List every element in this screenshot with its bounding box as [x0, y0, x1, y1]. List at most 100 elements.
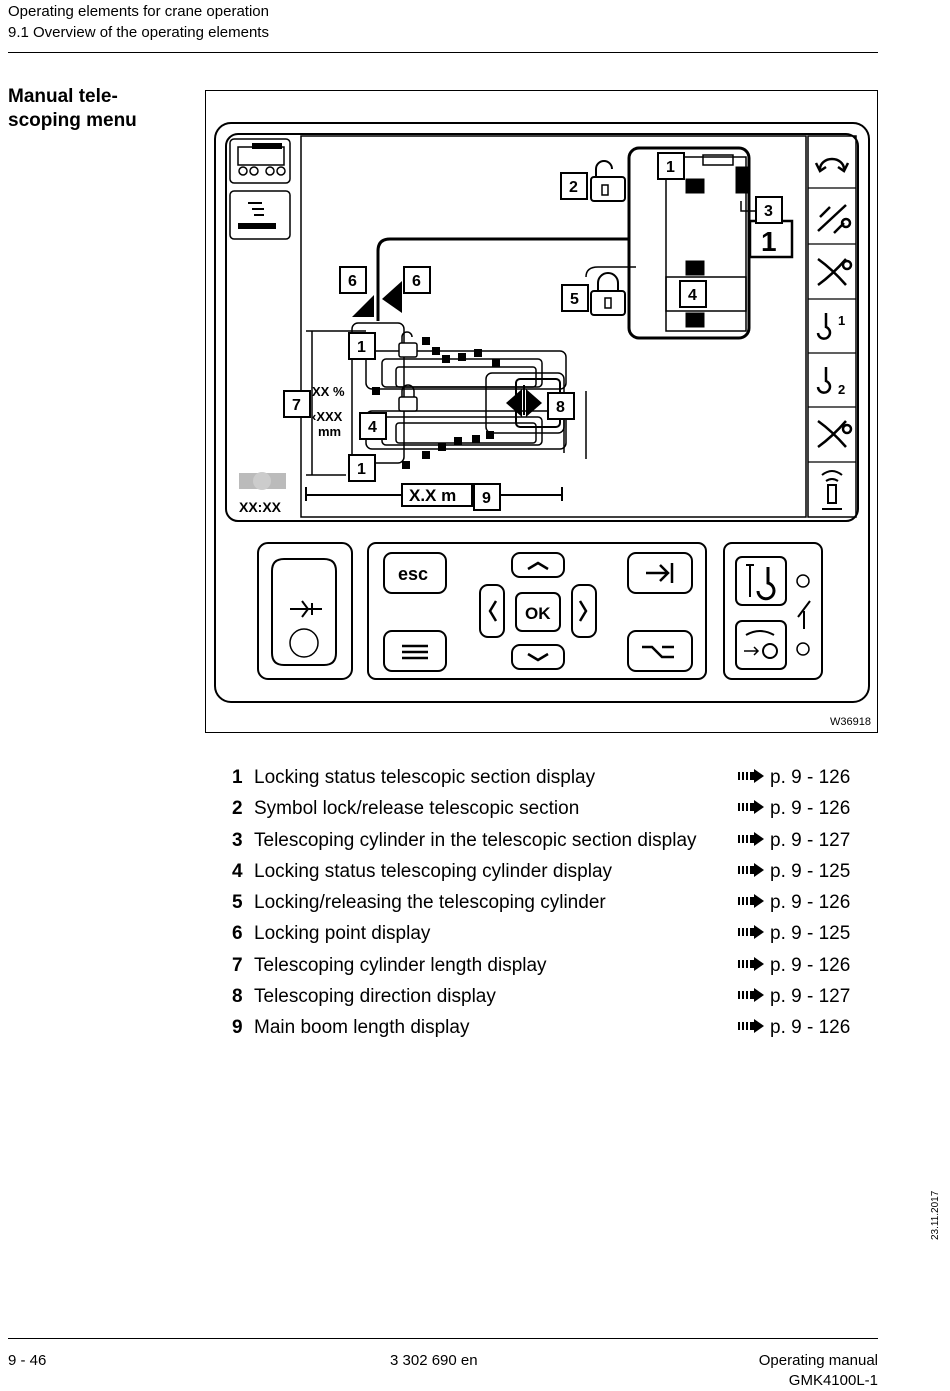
- cylinder-unit-text: mm: [318, 424, 341, 439]
- swing-key: [735, 620, 787, 670]
- legend-text: Telescoping cylinder length display: [254, 954, 547, 976]
- cylinder-big-number: 1: [761, 226, 777, 257]
- callout-7: 7: [292, 397, 301, 414]
- usb-icon: [290, 600, 322, 618]
- indicator-lamp-1: [796, 574, 810, 588]
- header-chapter: Operating elements for crane operation: [8, 3, 269, 20]
- legend-text: Telescoping cylinder in the telescopic s…: [254, 829, 697, 851]
- down-key: [511, 644, 565, 670]
- lock-connector: [585, 266, 636, 278]
- esc-key-label: esc: [398, 564, 428, 584]
- swing-arc-icon: [745, 630, 775, 636]
- cylinder-length-text: ‹XXX: [312, 409, 343, 424]
- legend-page-ref: p. 9 - 125: [770, 860, 851, 882]
- side-title: Manual tele- scoping menu: [8, 85, 137, 133]
- callout-2: 2: [569, 179, 578, 196]
- callout-4-top: 4: [688, 287, 697, 304]
- legend-text: Telescoping direction display: [254, 985, 496, 1007]
- legend-reference[interactable]: p. 9 - 125: [738, 860, 850, 884]
- callout-1-bottom: 1: [357, 461, 366, 478]
- chevron-down-icon: [527, 652, 549, 662]
- legend-number: 4: [232, 860, 243, 882]
- usb-port-panel: [257, 542, 353, 680]
- hoist-1-icon: [816, 313, 832, 340]
- callout-3: 3: [764, 203, 773, 220]
- footer-docnum: 3 302 690 en: [390, 1352, 478, 1369]
- legend-number: 3: [232, 829, 243, 851]
- side-title-line-2: scoping menu: [8, 110, 137, 131]
- callout-1-top: 1: [666, 159, 675, 176]
- esc-key: [383, 552, 447, 594]
- screen-area: [300, 135, 807, 518]
- page-reference-arrow-icon: [738, 894, 764, 908]
- luffing-icon: [817, 257, 853, 287]
- keypad-panel: esc OK: [367, 542, 707, 680]
- legend-reference[interactable]: p. 9 - 126: [738, 797, 850, 821]
- callout-5: 5: [570, 291, 579, 308]
- page-reference-arrow-icon: [738, 1019, 764, 1033]
- locking-point-arrow-left: [352, 295, 374, 317]
- legend-reference[interactable]: p. 9 - 127: [738, 985, 850, 1009]
- right-key: [571, 584, 597, 638]
- device-outline: [214, 122, 870, 703]
- control-panel-figure: XX:XX 1: [205, 90, 878, 733]
- legend-item: 1 Locking status telescopic section displ…: [232, 766, 872, 797]
- display-frame: [225, 133, 859, 522]
- legend-page-ref: p. 9 - 127: [770, 829, 851, 851]
- legend-reference[interactable]: p. 9 - 127: [738, 829, 850, 853]
- page-reference-arrow-icon: [738, 769, 764, 783]
- legend-number: 1: [232, 767, 243, 788]
- legend-page-ref: p. 9 - 125: [770, 923, 851, 945]
- footer-manual: Operating manual GMK4100L-1: [660, 1351, 878, 1391]
- footer-manual-title: Operating manual: [758, 1352, 878, 1369]
- legend-item: 8 Telescoping direction display p. 9 - 127: [232, 985, 872, 1016]
- legend-reference[interactable]: p. 9 - 126: [738, 891, 850, 915]
- cylinder-percent-text: XX %: [312, 384, 345, 399]
- telescope-in-out-icon: [817, 204, 852, 234]
- legend-text: Locking status telescopic section displa…: [254, 767, 596, 788]
- clock-text: XX:XX: [239, 499, 282, 515]
- pressure-icon: [797, 600, 811, 629]
- legend-page-ref: p. 9 - 126: [770, 798, 851, 820]
- manual-telescoping-softkey: [229, 190, 291, 240]
- chevron-left-icon: [488, 600, 498, 622]
- toggle-icon: [642, 645, 674, 659]
- footer-rule: [8, 1338, 878, 1339]
- hook-key-bar: [746, 564, 754, 597]
- hoist-1-number: 1: [838, 313, 845, 328]
- footer-page: 9 - 46: [8, 1352, 47, 1369]
- indicator-lamp-2: [796, 642, 810, 656]
- legend-reference[interactable]: p. 9 - 126: [738, 954, 850, 978]
- closed-lock-icon: [590, 272, 626, 316]
- open-lock-icon: [590, 160, 626, 202]
- legend-number: 8: [232, 985, 243, 1007]
- legend-page-ref: p. 9 - 127: [770, 985, 851, 1007]
- hook-icon: [756, 567, 776, 601]
- legend-reference[interactable]: p. 9 - 125: [738, 922, 850, 946]
- legend-page-ref: p. 9 - 126: [770, 892, 851, 913]
- page-reference-arrow-icon: [738, 831, 764, 846]
- control-panel-drawing: XX:XX 1: [214, 122, 870, 703]
- legend-list: 1 Locking status telescopic section displ…: [232, 766, 872, 1047]
- page-reference-arrow-icon: [738, 800, 764, 815]
- legend-page-ref: p. 9 - 126: [770, 767, 851, 788]
- legend-page-ref: p. 9 - 126: [770, 1017, 851, 1038]
- legend-number: 9: [232, 1017, 243, 1038]
- side-date: 23.11.2017: [930, 1190, 941, 1240]
- legend-reference[interactable]: p. 9 - 126: [738, 766, 850, 790]
- side-title-line-1: Manual tele-: [8, 86, 118, 107]
- footer-model: GMK4100L-1: [788, 1372, 878, 1389]
- clock-display: XX:XX: [239, 472, 286, 515]
- boom-length-box: [401, 483, 473, 507]
- legend-number: 2: [232, 798, 243, 820]
- up-key: [511, 552, 565, 578]
- luffing-jib-icon: [817, 419, 853, 449]
- legend-reference[interactable]: p. 9 - 126: [738, 1016, 850, 1040]
- legend-page-ref: p. 9 - 126: [770, 954, 851, 976]
- page-reference-arrow-icon: [738, 925, 764, 940]
